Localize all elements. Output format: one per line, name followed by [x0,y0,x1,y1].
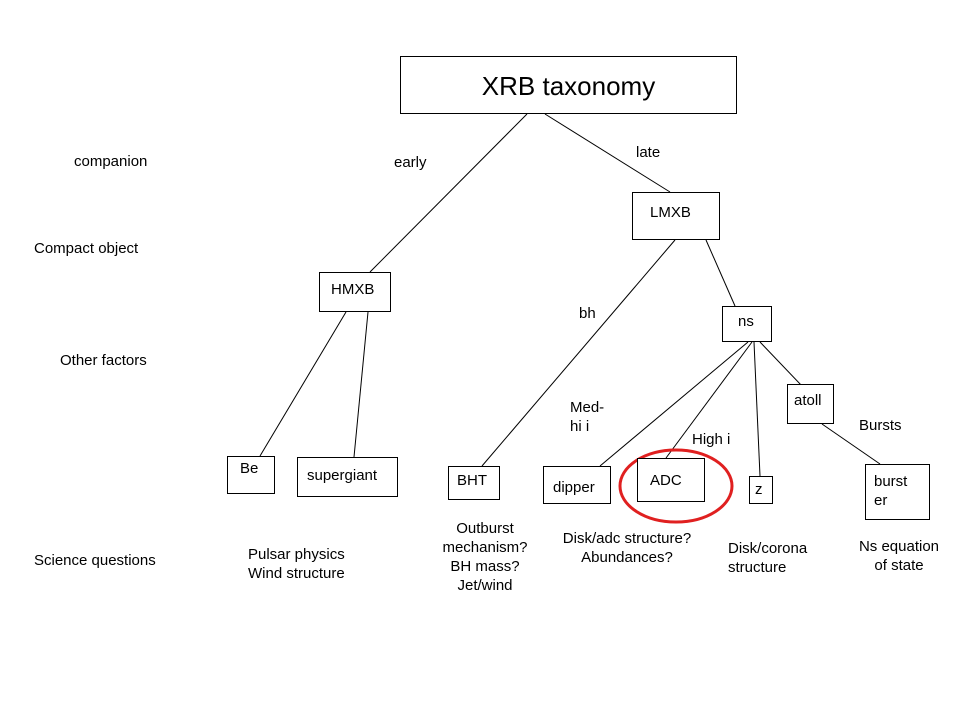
row-label-companion: companion [74,153,148,170]
node-atoll: atoll [787,384,834,424]
edge-lmxb-bht [481,239,676,467]
science-dipper-adc: Disk/adc structure? Abundances? [562,530,692,566]
node-z: z [749,476,773,504]
node-bht: BHT [448,466,500,500]
row-label-science-questions: Science questions [34,552,156,569]
node-hmxb: HMXB [319,272,391,312]
edge-hmxb-be [259,311,347,457]
node-adc: ADC [637,458,705,502]
edge-label-med-hi-i: Med- hi i [570,399,605,435]
edge-label-bursts: Bursts [859,417,902,434]
node-be: Be [227,456,275,494]
science-bht: Outburst mechanism? BH mass? Jet/wind [442,520,528,594]
edge-ns-adc [665,341,753,459]
edge-label-high-i: High i [692,431,731,448]
edge-label-early: early [394,154,427,171]
edge-label-late: late [636,144,661,161]
edge-root-hmxb [369,113,528,273]
node-ns: ns [722,306,772,342]
node-lmxb: LMXB [632,192,720,240]
edge-hmxb-supergiant [353,311,369,458]
node-dipper: dipper [543,466,611,504]
edge-label-bh: bh [579,305,596,322]
science-burster: Ns equation of state [858,538,940,574]
edge-root-lmxb [544,113,671,193]
science-hmxb: Pulsar physics Wind structure [248,546,345,582]
edge-ns-atoll [759,341,803,387]
row-label-compact-object: Compact object [34,240,139,257]
adc-highlight-circle [618,448,734,524]
title-box: XRB taxonomy [400,56,737,114]
edge-ns-dipper [599,341,749,467]
node-burster: burst er [865,464,930,520]
node-supergiant: supergiant [297,457,398,497]
science-z: Disk/corona structure [728,540,808,576]
row-label-other-factors: Other factors [60,352,147,369]
edge-lmxb-ns [705,239,736,307]
edge-atoll-burster [821,423,881,465]
edge-ns-z [753,341,761,477]
